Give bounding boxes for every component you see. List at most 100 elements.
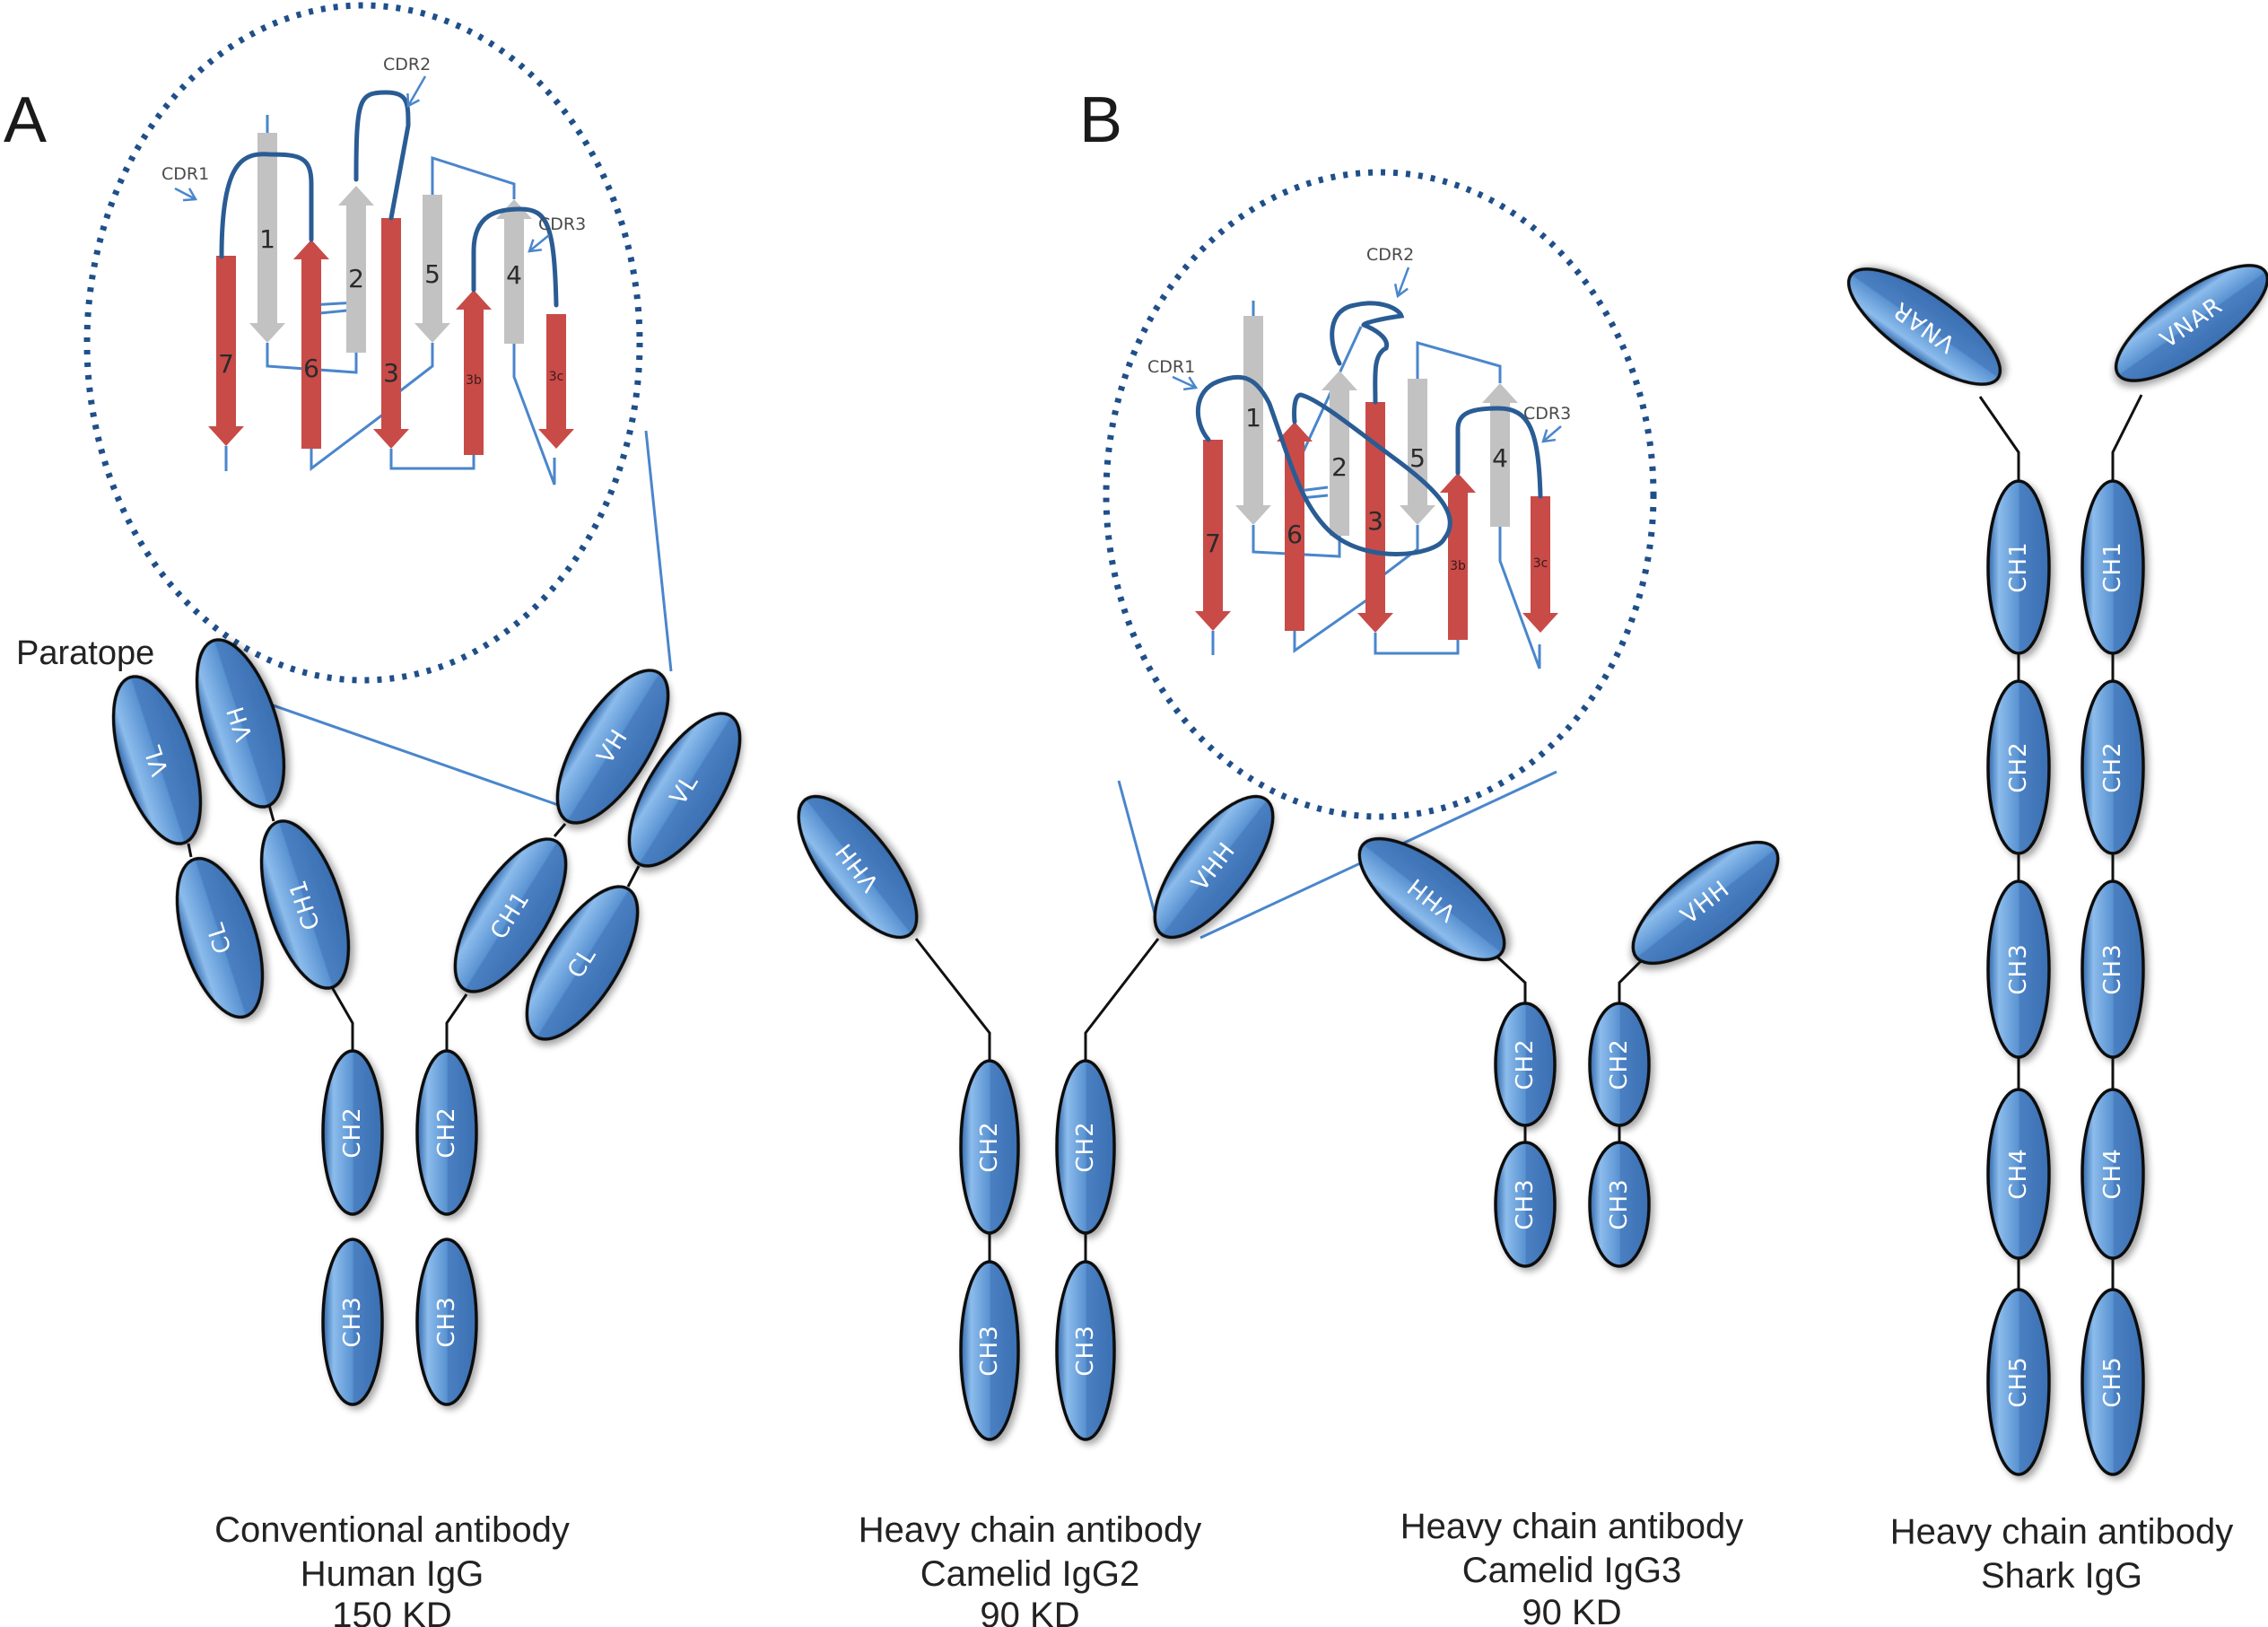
domain-ellipse xyxy=(1494,1002,1557,1127)
strand-connector xyxy=(385,343,434,404)
cdr-pointer-arrow xyxy=(1542,425,1562,442)
strand-label: 7 xyxy=(1205,529,1221,558)
domain-ellipse xyxy=(2080,1288,2145,1476)
caption-line: Conventional antibody xyxy=(214,1510,570,1550)
domain-ch4: CH4 xyxy=(1986,1088,2051,1260)
domain-ch3: CH3 xyxy=(415,1238,478,1406)
domain-ch3: CH3 xyxy=(959,1260,1020,1441)
domain-ch2: CH2 xyxy=(1588,1002,1651,1127)
domain-ellipse xyxy=(959,1059,1020,1235)
domain-ch2: CH2 xyxy=(1494,1002,1557,1127)
hinge-line xyxy=(187,843,193,858)
cdr-pointer-head xyxy=(1541,429,1557,443)
cdr-loop-2 xyxy=(1330,301,1405,405)
cdr-loop-2 xyxy=(353,90,411,221)
beta-strand-4: 4 xyxy=(496,199,532,344)
beta-strand-4: 4 xyxy=(1482,383,1518,527)
strand-arrow xyxy=(1277,422,1313,631)
strand-arrow xyxy=(1357,402,1393,633)
domain-ellipse xyxy=(1986,679,2051,855)
domain-label: CH3 xyxy=(1072,1325,1099,1376)
domain-ellipse xyxy=(1846,267,2002,386)
domain-ellipse xyxy=(1055,1260,1116,1441)
beta-strand-1: 1 xyxy=(249,133,285,343)
caption-line: 150 KD xyxy=(332,1596,451,1627)
cdr-loop-3 xyxy=(1455,406,1543,499)
hinge-line xyxy=(445,993,468,1051)
domain-ellipse xyxy=(321,1238,384,1406)
cdr-pointer-arrow xyxy=(1172,375,1197,389)
domain-ellipse xyxy=(1986,1288,2051,1476)
strand-label: 7 xyxy=(218,349,234,379)
domain-vh: VH xyxy=(195,638,286,809)
caption-human-igg: Conventional antibody Human IgG 150 KD xyxy=(214,1510,570,1627)
domain-label: CH3 xyxy=(339,1296,366,1347)
strand-connector xyxy=(310,407,392,472)
cdr-pointer-arrow xyxy=(1396,267,1410,297)
beta-strand-7: 7 xyxy=(1195,440,1231,631)
cdr-loop-1 xyxy=(219,152,314,259)
domain-label: CH4 xyxy=(2005,1148,2032,1199)
domain-vhh: VHH xyxy=(1357,836,1506,962)
strand-arrow xyxy=(208,256,244,446)
domain-ellipse xyxy=(111,675,203,845)
cdr-label-cdr1: CDR1 xyxy=(1147,357,1195,377)
strand-arrow xyxy=(496,199,532,344)
beta-strand-2: 2 xyxy=(338,186,374,353)
cdr-label-cdr3: CDR3 xyxy=(538,214,586,234)
domain-ch5: CH5 xyxy=(2080,1288,2145,1476)
hinge-line xyxy=(267,804,275,822)
cdr-label-cdr1: CDR1 xyxy=(161,164,209,184)
cdr-pointer-arrow xyxy=(174,187,196,201)
domain-ellipse xyxy=(797,794,919,940)
strand-arrow xyxy=(538,314,574,449)
domain-label: CH2 xyxy=(1512,1038,1539,1089)
domain-label: CH3 xyxy=(2099,943,2126,994)
strand-label: 6 xyxy=(1287,520,1303,549)
strand-connectors xyxy=(1211,301,1541,669)
paratope-label: Paratope xyxy=(16,634,154,672)
caption-line: Heavy chain antibody xyxy=(1400,1507,1743,1546)
domain-ch1: CH1 xyxy=(1986,479,2051,655)
domain-label: CH1 xyxy=(2099,541,2126,592)
strand-arrow xyxy=(414,195,450,343)
domain-ch2: CH2 xyxy=(321,1049,384,1216)
domain-ellipse xyxy=(1588,1002,1651,1127)
domain-ellipse xyxy=(2080,679,2145,855)
domain-ellipse xyxy=(2080,479,2145,655)
strand-arrow xyxy=(1440,473,1476,640)
strand-label: 3b xyxy=(466,373,482,388)
hinge-line xyxy=(1487,948,1527,1003)
strand-label: 5 xyxy=(424,259,441,289)
domain-cl: CL xyxy=(175,856,265,1019)
hinge-line xyxy=(1084,938,1160,1061)
domain-ch2: CH2 xyxy=(2080,679,2145,855)
domain-ellipse xyxy=(1055,1059,1116,1235)
caption-camelid-igg2: Heavy chain antibody Camelid IgG2 90 KD xyxy=(859,1510,1201,1627)
domain-ch2: CH2 xyxy=(415,1049,478,1216)
domain-ellipse xyxy=(2080,1088,2145,1260)
hinge-line xyxy=(1618,951,1651,1003)
beta-strand-3: 3 xyxy=(1357,402,1393,633)
domain-label: CH2 xyxy=(1072,1121,1099,1172)
strand-connector xyxy=(1295,326,1363,468)
caption-shark-igg: Heavy chain antibody Shark IgG xyxy=(1890,1512,2233,1596)
domain-ch3: CH3 xyxy=(1588,1141,1651,1268)
connector-line-b-left xyxy=(1117,780,1162,934)
domain-ellipse xyxy=(1153,794,1275,940)
domain-ellipse xyxy=(959,1260,1020,1441)
domain-label: CH3 xyxy=(1606,1178,1633,1229)
domain-vhh: VHH xyxy=(797,794,919,940)
cdr-loops xyxy=(219,90,559,308)
strand-label: 3 xyxy=(383,358,399,388)
beta-strand-5: 5 xyxy=(1400,379,1435,525)
beta-strand-3b: 3b xyxy=(456,290,492,455)
strand-arrow xyxy=(1195,440,1231,631)
domain-vnar: VNAR xyxy=(2114,264,2268,382)
